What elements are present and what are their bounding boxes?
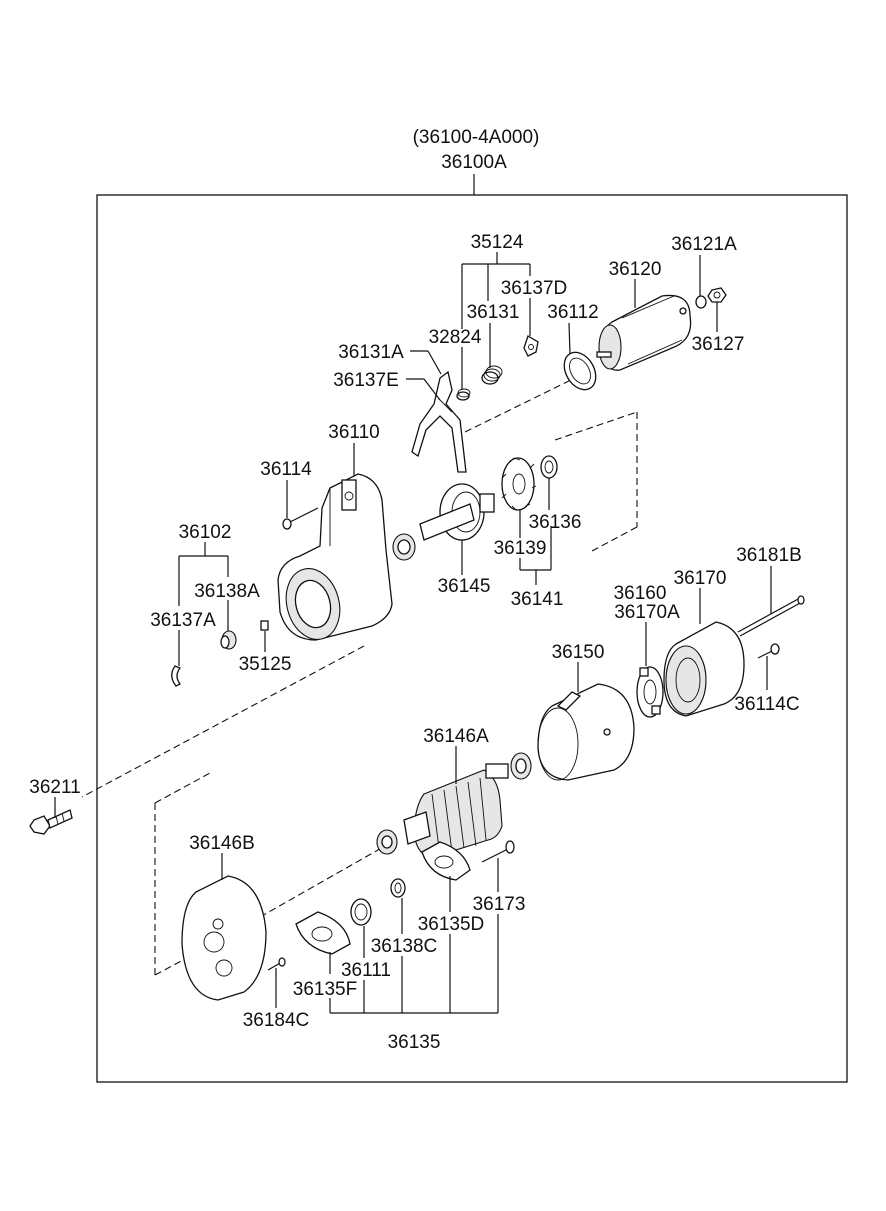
- label-36184C: 36184C: [243, 1010, 310, 1031]
- drive-housing-36110: [277, 473, 393, 641]
- bolt-36211: [29, 809, 73, 835]
- spring-32824: [456, 388, 471, 401]
- bolt-36114: [282, 507, 319, 530]
- label-36139: 36139: [494, 538, 547, 559]
- nut-36127: [707, 287, 727, 303]
- assembly-guide-lines: [81, 377, 638, 976]
- clip-36137D: [523, 335, 539, 357]
- washer-36136: [540, 455, 558, 479]
- yoke-36150: [537, 683, 635, 781]
- bolt-36184C: [267, 957, 286, 971]
- label-36112: 36112: [547, 302, 598, 323]
- assembly-ref-label: 36100A: [441, 152, 507, 173]
- plate-36135D: [421, 841, 471, 881]
- solenoid-36120: [596, 294, 692, 371]
- label-36150: 36150: [552, 642, 605, 663]
- label-36111: 36111: [341, 960, 391, 981]
- gasket-36112: [563, 351, 597, 391]
- label-36141: 36141: [511, 589, 564, 610]
- label-36145: 36145: [438, 576, 491, 597]
- screw-36173: [481, 840, 515, 863]
- label-36120: 36120: [609, 259, 662, 280]
- label-36137E: 36137E: [333, 370, 399, 391]
- label-36170: 36170: [674, 568, 727, 589]
- bearing-36146B: [376, 829, 398, 855]
- label-36137A: 36137A: [150, 610, 216, 631]
- shift-lever-36131A: [411, 370, 467, 473]
- assembly-code-label: (36100-4A000): [413, 127, 540, 148]
- label-36138C: 36138C: [371, 936, 438, 957]
- label-35125: 35125: [239, 654, 292, 675]
- washer-36138C: [390, 878, 406, 898]
- rear-cover-36146B: [181, 875, 267, 1001]
- assembly-frame: [96, 194, 848, 1083]
- label-36173: 36173: [473, 894, 526, 915]
- label-36137D: 36137D: [501, 278, 568, 299]
- bearing-36145: [392, 533, 416, 561]
- label-36114: 36114: [260, 459, 312, 480]
- label-36160: 36160: [614, 583, 667, 604]
- label-36135F: 36135F: [293, 979, 357, 1000]
- bearing-36146A: [510, 752, 532, 780]
- label-36136: 36136: [529, 512, 582, 533]
- part-labels: 35124 36121A 36120 36137D 36131 36112 32…: [29, 232, 801, 1053]
- washer-36121A: [695, 295, 707, 309]
- pinion-shaft-36145: [419, 483, 495, 541]
- label-36114C: 36114C: [734, 694, 799, 715]
- label-36131: 36131: [467, 302, 520, 323]
- e-clip-36137A: [171, 665, 182, 687]
- plate-36135F: [295, 911, 351, 955]
- label-36135: 36135: [388, 1032, 441, 1053]
- label-36127: 36127: [692, 334, 745, 355]
- bushing-36138A: [220, 630, 237, 650]
- fitting-35125: [260, 620, 269, 631]
- label-36146A: 36146A: [423, 726, 489, 747]
- label-32824: 32824: [429, 327, 482, 348]
- label-36170A: 36170A: [614, 602, 680, 623]
- armature-36146A: [403, 763, 509, 859]
- bolt-36114C: [757, 643, 780, 659]
- label-36181B: 36181B: [736, 545, 802, 566]
- label-36131A: 36131A: [338, 342, 404, 363]
- label-36146B: 36146B: [189, 833, 255, 854]
- label-36110: 36110: [328, 422, 379, 443]
- through-bolt-36181B: [737, 595, 805, 637]
- ring-36111: [350, 898, 372, 926]
- spring-36131: [481, 365, 503, 385]
- label-36121A: 36121A: [671, 234, 737, 255]
- end-cover-36170: [663, 621, 745, 717]
- gear-36139: [501, 457, 537, 511]
- brush-holder-36160: [636, 666, 664, 718]
- leader-lines: [54, 252, 772, 1014]
- label-36138A: 36138A: [194, 581, 260, 602]
- label-36102: 36102: [179, 522, 232, 543]
- label-35124: 35124: [471, 232, 524, 253]
- label-36135D: 36135D: [418, 914, 485, 935]
- label-36211: 36211: [29, 777, 80, 798]
